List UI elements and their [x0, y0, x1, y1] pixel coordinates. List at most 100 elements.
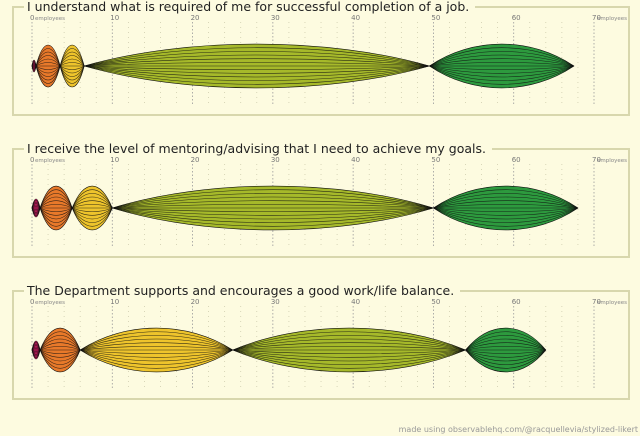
- x-tick-label: 70: [592, 14, 601, 22]
- x-tick-label: 70: [592, 156, 601, 164]
- segment-line: [39, 189, 73, 209]
- x-tick-label: 30: [271, 14, 280, 22]
- likert-segment: [465, 327, 547, 373]
- segment-line: [465, 349, 547, 369]
- segment-line: [232, 349, 466, 358]
- segment-line: [39, 193, 73, 209]
- likert-segment: [432, 185, 579, 231]
- segment-line: [433, 207, 579, 223]
- likert-segment: [79, 327, 234, 373]
- x-unit-label: employees: [597, 16, 627, 22]
- segment-line: [39, 349, 81, 365]
- segment-line: [80, 349, 233, 369]
- likert-segment: [71, 186, 113, 230]
- segment-line: [84, 62, 430, 67]
- segment-line: [80, 331, 233, 351]
- segment-line: [429, 65, 575, 85]
- segment-line: [433, 207, 579, 227]
- segment-line: [232, 349, 466, 369]
- segment-line: [71, 193, 113, 209]
- x-tick-label: 50: [431, 14, 440, 22]
- segment-line: [112, 207, 434, 223]
- segment-line: [112, 204, 434, 209]
- x-tick-label: 60: [512, 298, 521, 306]
- segment-line: [35, 65, 61, 77]
- x-tick-label: 10: [110, 156, 119, 164]
- segment-line: [39, 346, 81, 351]
- segment-line: [39, 349, 81, 354]
- x-tick-label: 10: [110, 14, 119, 22]
- chart-title: The Department supports and encourages a…: [24, 283, 461, 299]
- x-tick-label: 0: [30, 156, 34, 164]
- x-tick-label: 20: [191, 298, 200, 306]
- segment-line: [465, 342, 546, 351]
- segment-line: [80, 342, 233, 351]
- segment-line: [232, 349, 466, 362]
- segment-line: [35, 65, 61, 84]
- segment-line: [429, 65, 574, 70]
- segment-line: [429, 54, 575, 67]
- segment-line: [35, 58, 61, 67]
- segment-line: [232, 342, 466, 351]
- chart-panel: I understand what is required of me for …: [12, 0, 630, 116]
- chart-panel: The Department supports and encourages a…: [12, 283, 630, 400]
- segment-line: [31, 204, 41, 209]
- x-tick-label: 20: [191, 14, 200, 22]
- segment-line: [80, 349, 233, 358]
- x-tick-label: 30: [271, 156, 280, 164]
- segment-line: [465, 338, 546, 351]
- segment-line: [31, 206, 41, 209]
- segment-line: [84, 65, 430, 85]
- segment-line: [232, 349, 466, 365]
- segment-line: [84, 54, 430, 67]
- segment-line: [39, 338, 81, 351]
- likert-segment: [39, 328, 81, 372]
- segment-line: [71, 207, 113, 216]
- segment-line: [433, 207, 578, 212]
- segment-line: [71, 196, 113, 209]
- segment-line: [429, 47, 575, 67]
- segment-line: [465, 349, 546, 358]
- segment-line: [39, 207, 73, 212]
- x-tick-label: 50: [431, 156, 440, 164]
- segment-line: [71, 189, 113, 209]
- x-tick-label: 50: [431, 298, 440, 306]
- segment-line: [39, 207, 73, 220]
- segment-line: [433, 207, 579, 216]
- x-tick-label: 20: [191, 156, 200, 164]
- x-tick-label: 70: [592, 298, 601, 306]
- segment-line: [80, 335, 233, 351]
- segment-line: [433, 204, 578, 209]
- segment-line: [429, 62, 574, 67]
- x-unit-label: employees: [35, 158, 65, 164]
- likert-segment: [59, 44, 85, 88]
- segment-line: [59, 62, 85, 67]
- segment-line: [433, 189, 579, 209]
- segment-line: [465, 349, 546, 362]
- segment-line: [112, 207, 434, 212]
- segment-line: [59, 65, 85, 84]
- segment-line: [39, 349, 81, 369]
- segment-line: [39, 207, 73, 223]
- segment-line: [465, 346, 546, 351]
- segment-line: [35, 62, 61, 67]
- x-tick-label: 30: [271, 298, 280, 306]
- x-unit-label: employees: [597, 158, 627, 164]
- segment-line: [31, 349, 41, 358]
- segment-line: [80, 338, 233, 351]
- segment-line: [71, 207, 113, 223]
- segment-line: [433, 196, 579, 209]
- likert-segment: [35, 44, 61, 88]
- segment-line: [59, 65, 85, 81]
- segment-line: [80, 349, 233, 362]
- segment-line: [59, 48, 85, 67]
- segment-line: [112, 207, 434, 220]
- segment-line: [84, 65, 430, 74]
- segment-line: [35, 55, 61, 67]
- segment-line: [112, 207, 434, 227]
- likert-segment: [39, 186, 73, 230]
- segment-line: [429, 65, 574, 74]
- segment-line: [59, 65, 85, 74]
- segment-line: [84, 58, 430, 67]
